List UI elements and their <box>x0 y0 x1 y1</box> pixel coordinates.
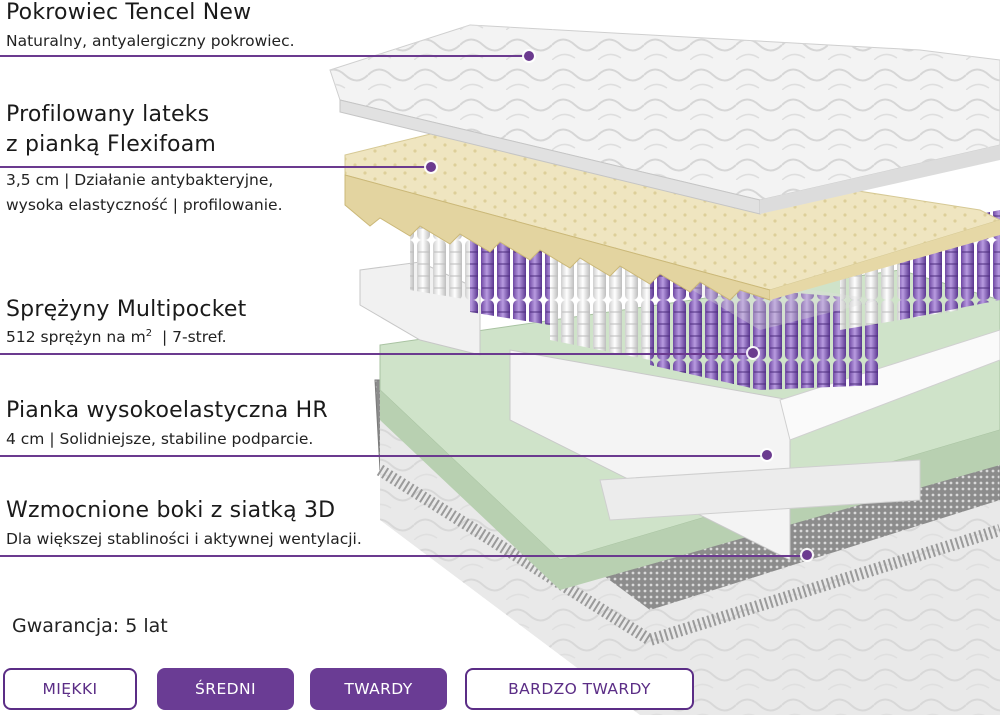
layer-hr-foam-desc: 4 cm | Solidniejsze, stabiline podparcie… <box>6 429 314 448</box>
leader-line-hr-foam <box>0 455 765 457</box>
leader-dot-cover <box>524 51 534 61</box>
firmness-option-medium[interactable]: ŚREDNI <box>157 668 294 710</box>
layer-latex: Profilowany lateks z pianką Flexifoam 3,… <box>6 102 283 218</box>
leader-line-sides <box>0 555 805 557</box>
leader-dot-springs <box>748 348 758 358</box>
layer-cover-desc: Naturalny, antyalergiczny pokrowiec. <box>6 31 295 50</box>
layer-springs-desc: 512 sprężyn na m2 | 7-stref. <box>6 327 227 346</box>
layer-sides: Wzmocnione boki z siatką 3D Dla większej… <box>6 498 362 551</box>
tencel-cover-layer <box>329 24 1000 215</box>
layer-cover: Pokrowiec Tencel New Naturalny, antyaler… <box>6 0 295 53</box>
layer-springs-title: Sprężyny Multipocket <box>6 297 247 322</box>
layer-hr-foam-title: Pianka wysokoelastyczna HR <box>6 398 328 423</box>
leader-line-springs <box>0 353 752 355</box>
warranty-text: Gwarancja: 5 lat <box>12 615 168 637</box>
leader-line-latex <box>0 166 430 168</box>
layer-springs: Sprężyny Multipocket 512 sprężyn na m2 |… <box>6 297 246 349</box>
layer-latex-desc-line1: 3,5 cm | Działanie antybakteryjne, <box>6 171 274 190</box>
layer-sides-title: Wzmocnione boki z siatką 3D <box>6 498 336 523</box>
firmness-option-soft[interactable]: MIĘKKI <box>3 668 137 710</box>
layer-cover-title: Pokrowiec Tencel New <box>6 0 252 25</box>
layer-latex-desc-line2: wysoka elastyczność | profilowanie. <box>6 196 283 215</box>
layer-latex-title-line2: z pianką Flexifoam <box>6 131 217 157</box>
layer-latex-title-line1: Profilowany lateks <box>6 102 210 127</box>
leader-dot-latex <box>426 162 436 172</box>
leader-line-cover <box>0 55 528 57</box>
layer-hr-foam: Pianka wysokoelastyczna HR 4 cm | Solidn… <box>6 398 328 451</box>
firmness-option-hard[interactable]: TWARDY <box>310 668 447 710</box>
latex-layer <box>344 127 1000 301</box>
foam-edge-supports <box>359 261 1000 561</box>
leader-dot-hr-foam <box>762 450 772 460</box>
leader-dot-sides <box>802 550 812 560</box>
firmness-option-extra-hard[interactable]: BARDZO TWARDY <box>465 668 694 710</box>
layer-sides-desc: Dla większej stabliności i aktywnej went… <box>6 529 362 548</box>
pocket-springs <box>410 210 1000 390</box>
